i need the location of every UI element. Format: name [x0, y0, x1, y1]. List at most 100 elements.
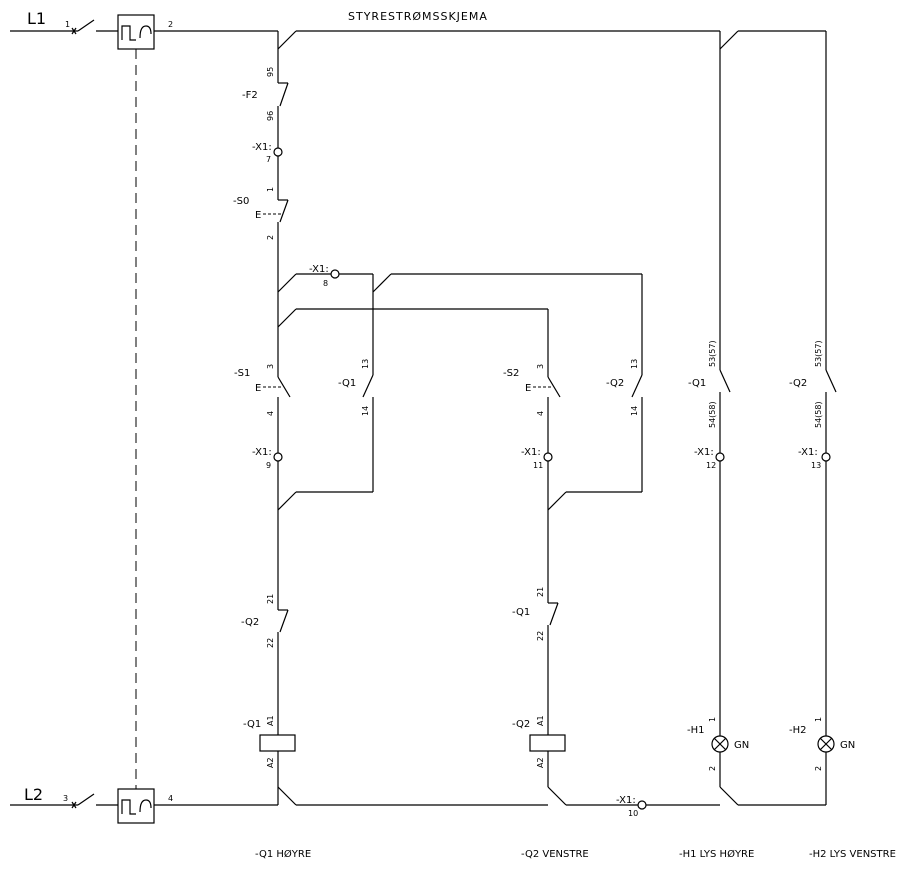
f1-thermal-element: [121, 25, 136, 41]
phase-l2-feed: L2 3 4: [10, 785, 278, 824]
f1-breaker-body: [117, 14, 155, 50]
terminal-x1-10: [637, 800, 647, 810]
f1-switch-blade: [77, 19, 95, 32]
q1-nc-terminal-22: 22: [536, 631, 545, 641]
h1-label: -H1: [687, 725, 705, 736]
x1-9-num: 9: [266, 461, 271, 470]
q1-coil-a1: A1: [266, 715, 275, 726]
footer-q2: -Q2 VENSTRE: [521, 849, 589, 860]
s2-contact-blade: [547, 376, 561, 398]
q1-nc-contact-blade: [549, 602, 559, 626]
s1-terminal-4: 4: [266, 411, 275, 416]
s1-terminal-3: 3: [266, 364, 275, 369]
terminal-x1-11: [543, 452, 553, 462]
s0-contact-blade: [279, 199, 289, 223]
top-bus: [277, 30, 827, 370]
column-q2: 3 -S2 E 4 13 -Q2 14 -X1: 11 21 -Q1 22 A1…: [372, 273, 643, 787]
h1-color: GN: [734, 740, 749, 751]
q2-hold-contact-blade: [631, 374, 643, 398]
q2-coil-a2: A2: [536, 757, 545, 768]
x1-11-num: 11: [533, 461, 543, 470]
x1-8-label: -X1:: [309, 264, 329, 275]
q1-aux-terminal-53: 53(57): [708, 340, 717, 367]
s1-actuator: E: [255, 383, 261, 394]
x1-11-label: -X1:: [521, 447, 541, 458]
q2-hold-terminal-13: 13: [630, 359, 639, 369]
q2-aux-contact-blade: [825, 369, 837, 393]
column-h2: 53(57) -Q2 54(58) -X1: 13 1 -H2 GN 2: [789, 340, 855, 805]
q1-coil-label: -Q1: [243, 719, 261, 730]
q2-hold-terminal-14: 14: [630, 406, 639, 416]
f1-terminal-2: 2: [168, 20, 173, 29]
diagram-title: STYRESTRØMSSKJEMA: [348, 10, 488, 23]
s2-actuator: E: [525, 383, 531, 394]
footer-h2: -H2 LYS VENSTRE: [809, 849, 896, 860]
q1-hold-terminal-13: 13: [361, 359, 370, 369]
q1-aux-terminal-54: 54(58): [708, 401, 717, 428]
x1-7-num: 7: [266, 155, 271, 164]
s0-label: -S0: [233, 196, 249, 207]
footer-q1: -Q1 HØYRE: [255, 848, 311, 860]
bottom-bus: -X1: 10: [277, 786, 826, 818]
f1-terminal-4: 4: [168, 794, 173, 803]
q1-nc-label: -Q1: [512, 607, 530, 618]
q2-coil-label: -Q2: [512, 719, 530, 730]
q2-coil-a1: A1: [536, 715, 545, 726]
q2-coil: [529, 734, 566, 752]
s1-contact-blade: [277, 376, 291, 398]
q1-coil-a2: A2: [266, 757, 275, 768]
terminal-x1-13: [821, 452, 831, 462]
terminal-x1-8: [330, 269, 340, 279]
f1-breaker-body-2: [117, 788, 155, 824]
x1-9-label: -X1:: [252, 447, 272, 458]
s0-actuator: E: [255, 210, 261, 221]
q1-hold-contact-blade: [362, 374, 374, 398]
q1-coil: [259, 734, 296, 752]
terminal-x1-9: [273, 452, 283, 462]
f2-terminal-95: 95: [266, 67, 275, 77]
column-q1: 95 -F2 96 -X1: 7 1 -S0 E 2 -X1: 8 3: [233, 31, 548, 805]
f1-terminal-3: 3: [63, 794, 68, 803]
q1-hold-terminal-14: 14: [361, 406, 370, 416]
f1-terminal-1: 1: [65, 20, 70, 29]
s2-label: -S2: [503, 368, 519, 379]
x1-12-num: 12: [706, 461, 716, 470]
q2-hold-label: -Q2: [606, 378, 624, 389]
x1-10-num: 10: [628, 809, 638, 818]
x1-13-label: -X1:: [798, 447, 818, 458]
q1-hold-label: -Q1: [338, 378, 356, 389]
q1-nc-terminal-21: 21: [536, 587, 545, 597]
h2-label: -H2: [789, 725, 807, 736]
s2-terminal-3: 3: [536, 364, 545, 369]
footer-h1: -H1 LYS HØYRE: [679, 848, 754, 860]
x1-7-label: -X1:: [252, 142, 272, 153]
x1-8-num: 8: [323, 279, 328, 288]
q2-aux-label: -Q2: [789, 378, 807, 389]
q1-aux-contact-blade: [719, 369, 731, 393]
h2-terminal-2: 2: [814, 766, 823, 771]
x1-13-num: 13: [811, 461, 821, 470]
q2-nc-contact-blade: [279, 609, 289, 633]
q2-aux-terminal-54: 54(58): [814, 401, 823, 428]
s0-terminal-1: 1: [266, 187, 275, 192]
f1-switch-blade-2: [77, 793, 95, 806]
x1-10-label: -X1:: [616, 795, 636, 806]
h2-terminal-1: 1: [814, 717, 823, 722]
h1-terminal-2: 2: [708, 766, 717, 771]
column-h1: 53(57) -Q1 54(58) -X1: 12 1 -H1 GN 2: [687, 340, 749, 787]
q2-aux-terminal-53: 53(57): [814, 340, 823, 367]
terminal-x1-7: [273, 147, 283, 157]
h2-color: GN: [840, 740, 855, 751]
h1-terminal-1: 1: [708, 717, 717, 722]
phase-l2-label: L2: [24, 785, 43, 804]
q2-nc-terminal-21: 21: [266, 594, 275, 604]
f2-label: -F2: [242, 90, 258, 101]
q2-nc-terminal-22: 22: [266, 638, 275, 648]
terminal-x1-12: [715, 452, 725, 462]
s0-terminal-2: 2: [266, 235, 275, 240]
f2-contact-blade: [279, 82, 289, 107]
s2-terminal-4: 4: [536, 411, 545, 416]
q2-nc-label: -Q2: [241, 617, 259, 628]
f1-magnetic-element: [139, 25, 152, 39]
